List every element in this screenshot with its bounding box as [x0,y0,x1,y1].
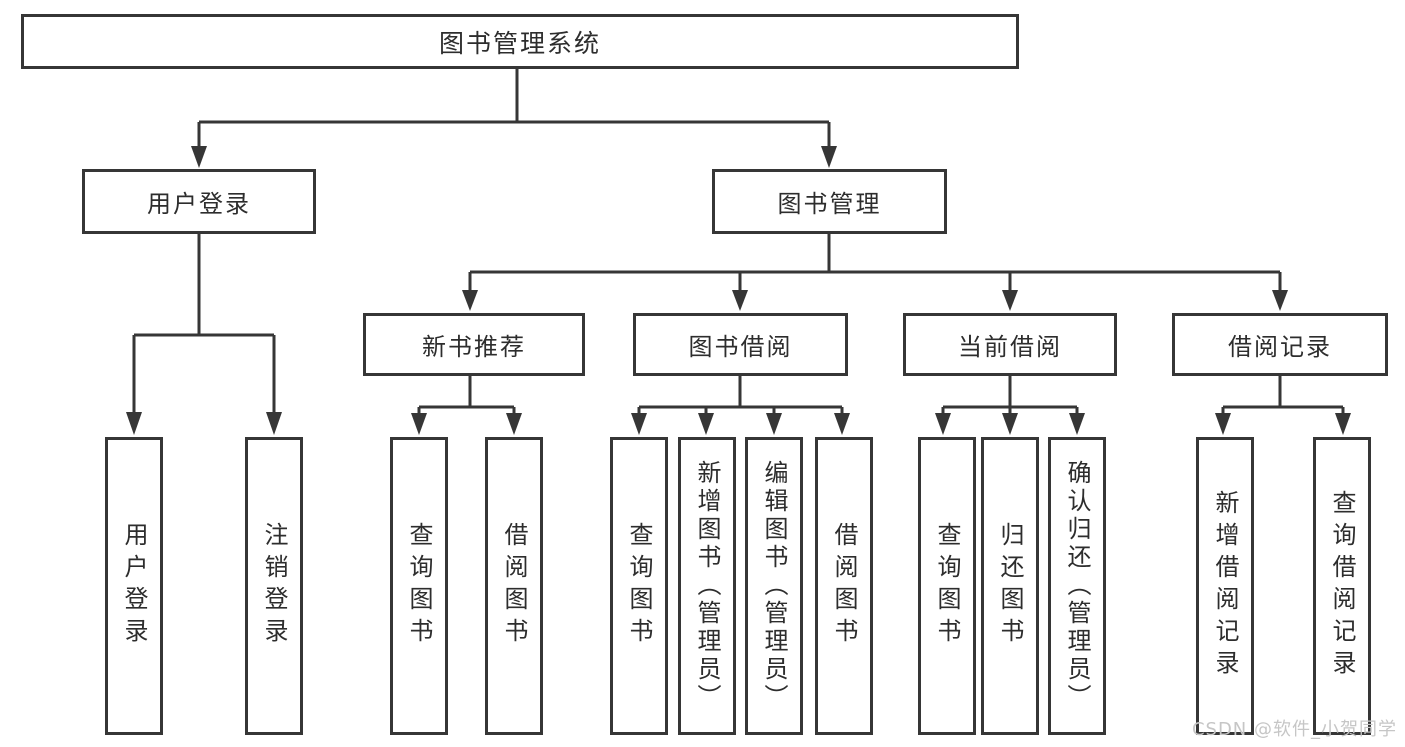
arrowhead [732,290,748,311]
leaf-logout-label: 注销登录 [260,522,288,650]
arrowhead [766,413,782,435]
node-book-management-label: 图书管理 [777,190,882,218]
arrowhead [935,413,951,435]
leaf-edit-books-admin-label: 编辑图书（管理员） [760,460,788,712]
leaf-return-books: 归还图书 [981,437,1039,735]
node-new-book-recommend-label: 新书推荐 [422,333,526,361]
arrowhead [631,413,647,435]
node-user-login: 用户登录 [82,169,316,234]
connector-user-login [132,234,276,416]
leaf-add-borrow-record: 新增借阅记录 [1196,437,1254,735]
arrowhead [411,413,427,435]
node-library-system-label: 图书管理系统 [438,28,601,58]
leaf-query-borrow-record-label: 查询借阅记录 [1328,490,1356,682]
arrowhead [462,290,478,311]
leaf-logout: 注销登录 [245,437,303,735]
leaf-query-books-2: 查询图书 [610,437,668,735]
leaf-borrow-books-1: 借阅图书 [485,437,543,735]
leaf-borrow-books-2-label: 借阅图书 [830,522,858,650]
arrowhead [1002,290,1018,311]
connector-borrow-records [1221,376,1345,417]
leaf-query-books-1: 查询图书 [390,437,448,735]
leaf-return-books-label: 归还图书 [996,522,1024,650]
arrowhead [834,413,850,435]
connector-current-borrow [941,376,1079,417]
node-borrow-records: 借阅记录 [1172,313,1388,376]
arrowhead [1335,413,1351,435]
leaf-edit-books-admin: 编辑图书（管理员） [745,437,803,735]
node-book-management: 图书管理 [712,169,947,234]
leaf-confirm-return-admin: 确认归还（管理员） [1048,437,1106,735]
arrowhead [821,146,837,168]
leaf-add-books-admin: 新增图书（管理员） [678,437,736,735]
connector-root [197,69,831,150]
connector-book-borrow [637,376,844,417]
arrowhead [506,413,522,435]
leaf-user-login: 用户登录 [105,437,163,735]
watermark: CSDN @软件_小贺同学 [1191,719,1397,740]
connector-new-books [417,376,516,417]
node-book-borrow: 图书借阅 [633,313,848,376]
leaf-query-borrow-record: 查询借阅记录 [1313,437,1371,735]
leaf-user-login-label: 用户登录 [120,522,148,650]
arrowhead [191,146,207,168]
arrowhead [1272,290,1288,311]
leaf-query-books-3-label: 查询图书 [933,522,961,650]
arrowhead [1002,413,1018,435]
node-current-borrow-label: 当前借阅 [958,333,1062,361]
connector-book-mgmt [468,234,1282,294]
leaf-query-books-2-label: 查询图书 [625,522,653,650]
leaf-query-books-1-label: 查询图书 [405,522,433,650]
leaf-borrow-books-1-label: 借阅图书 [500,522,528,650]
arrowhead [698,413,714,435]
leaf-add-books-admin-label: 新增图书（管理员） [693,460,721,712]
node-user-login-label: 用户登录 [147,190,251,218]
node-new-book-recommend: 新书推荐 [363,313,585,376]
leaf-borrow-books-2: 借阅图书 [815,437,873,735]
leaf-query-books-3: 查询图书 [918,437,976,735]
leaf-add-borrow-record-label: 新增借阅记录 [1211,490,1239,682]
arrowhead [126,412,142,435]
node-library-system: 图书管理系统 [21,14,1019,69]
node-book-borrow-label: 图书借阅 [688,333,793,361]
leaf-confirm-return-admin-label: 确认归还（管理员） [1063,460,1091,712]
node-borrow-records-label: 借阅记录 [1228,333,1332,361]
arrowhead [266,412,282,435]
arrowhead [1215,413,1231,435]
arrowhead [1069,413,1085,435]
node-current-borrow: 当前借阅 [903,313,1117,376]
